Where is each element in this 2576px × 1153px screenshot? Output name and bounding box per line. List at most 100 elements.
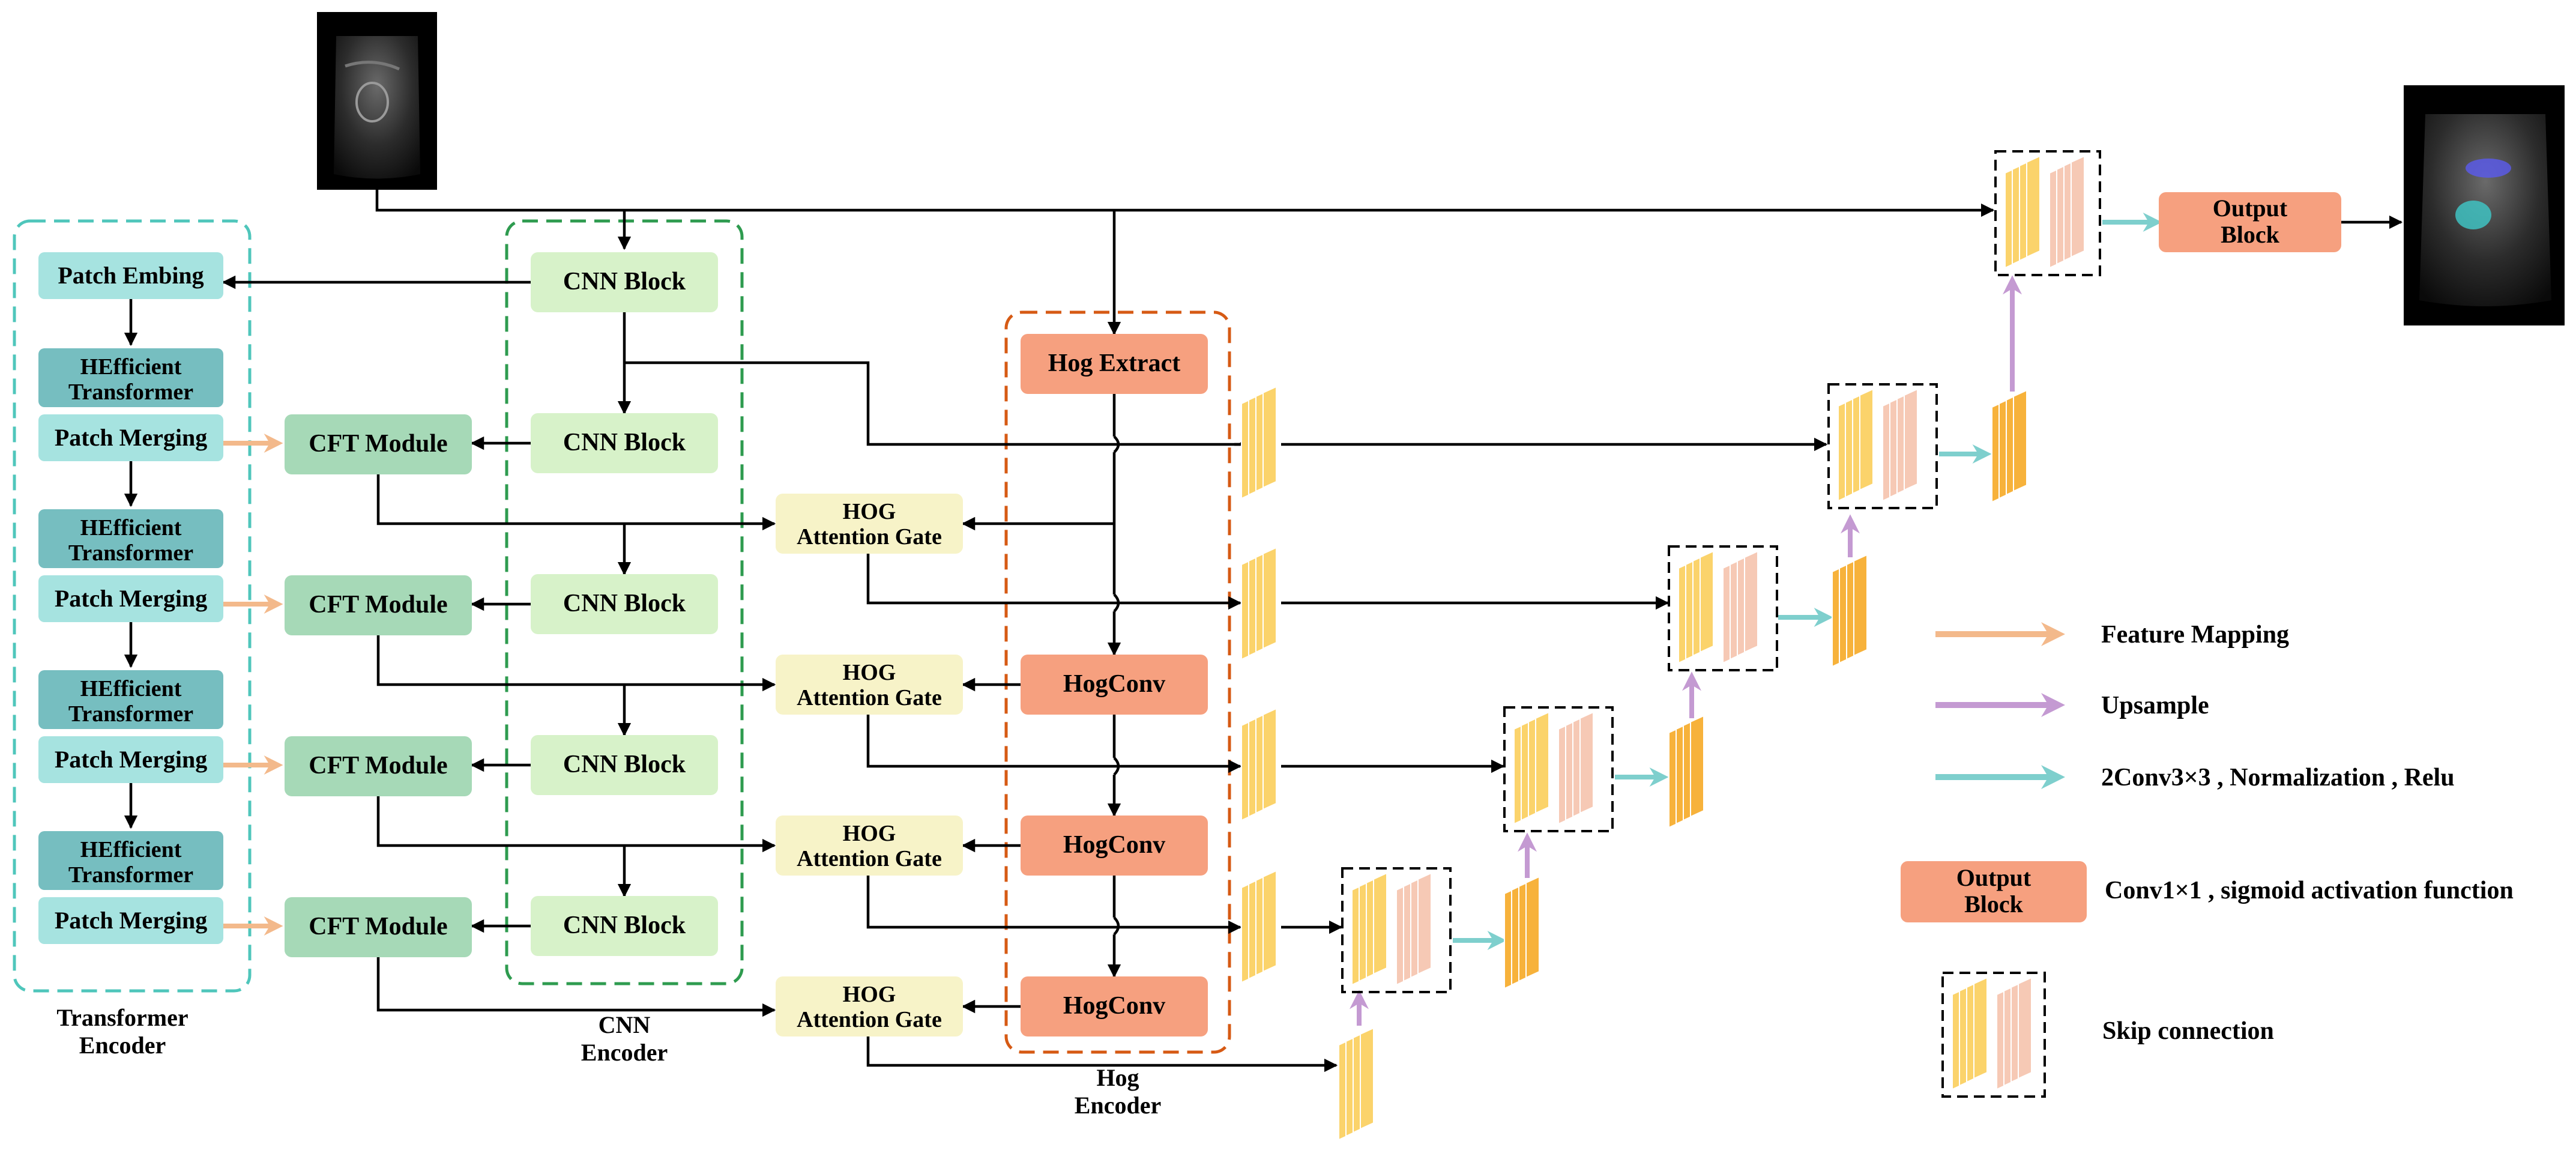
svg-text:Transformer: Transformer: [68, 701, 193, 727]
hefficient-transformer-block: HEfficient Transformer: [38, 670, 223, 729]
hog-attention-gate: HOG Attention Gate: [776, 976, 963, 1036]
svg-text:Patch Merging: Patch Merging: [55, 424, 207, 451]
svg-text:HEfficient: HEfficient: [80, 676, 182, 701]
transformer-encoder: Patch Embing HEfficient Transformer Patc…: [38, 252, 223, 1059]
svg-text:Block: Block: [2221, 221, 2280, 248]
hog-attention-gates: HOG Attention Gate HOG Attention Gate HO…: [776, 494, 963, 1036]
cnn-encoder-title: CNN: [599, 1011, 651, 1038]
output-segmentation-image: [2404, 85, 2565, 325]
svg-text:Attention Gate: Attention Gate: [797, 846, 942, 871]
svg-text:Attention Gate: Attention Gate: [797, 685, 942, 710]
cft-module: CFT Module: [285, 575, 472, 635]
hog-attention-gate: HOG Attention Gate: [776, 494, 963, 554]
patch-embed-block: Patch Embing: [38, 252, 223, 299]
svg-text:Output: Output: [1956, 864, 2032, 891]
svg-text:HEfficient: HEfficient: [80, 837, 182, 862]
svg-text:HOG: HOG: [843, 660, 896, 685]
feature-map: [1351, 872, 1387, 986]
legend-output-block: Output Block Conv1×1 , sigmoid activatio…: [1901, 861, 2514, 922]
svg-text:Conv1×1 , sigmoid activation f: Conv1×1 , sigmoid activation function: [2105, 877, 2514, 904]
svg-text:2Conv3×3 , Normalization , Rel: 2Conv3×3 , Normalization , Relu: [2101, 764, 2455, 791]
svg-text:HogConv: HogConv: [1063, 831, 1165, 859]
svg-text:Transformer: Transformer: [68, 380, 193, 405]
svg-text:Transformer: Transformer: [68, 540, 193, 566]
feature-mapping-arrows: [223, 434, 283, 936]
svg-text:CNN Block: CNN Block: [563, 751, 686, 778]
hog-extract-block: Hog Extract: [1021, 334, 1208, 394]
transformer-encoder-title: Transformer: [56, 1004, 188, 1031]
cft-modules: CFT Module CFT Module CFT Module CFT Mod…: [285, 414, 472, 957]
svg-text:HEfficient: HEfficient: [80, 354, 182, 380]
feature-map: [1513, 711, 1549, 825]
feature-map: [1996, 976, 2032, 1091]
hog-attention-gate: HOG Attention Gate: [776, 655, 963, 715]
legend-conv: 2Conv3×3 , Normalization , Relu: [1935, 764, 2455, 791]
connections: [124, 190, 2403, 1073]
decoder-feature-map: [1832, 554, 1868, 668]
legend: Feature Mapping Upsample 2Conv3×3 , Norm…: [1901, 621, 2514, 1098]
skip-connection: [1994, 150, 2101, 276]
skip-connection: [1503, 706, 1614, 832]
hefficient-transformer-block: HEfficient Transformer: [38, 831, 223, 890]
skip-connection: [1341, 867, 1452, 993]
output-block: Output Block: [2159, 192, 2341, 252]
svg-text:CNN Block: CNN Block: [563, 590, 686, 617]
patch-merging-block: Patch Merging: [38, 897, 223, 944]
feature-map: [1838, 388, 1874, 502]
svg-text:Skip connection: Skip connection: [2102, 1017, 2274, 1045]
hog-encoder-title: Encoder: [1075, 1092, 1161, 1119]
feature-map: [1558, 711, 1594, 825]
svg-text:CNN Block: CNN Block: [563, 429, 686, 456]
skip-connection: [1668, 545, 1778, 671]
decoder-feature-map: [1504, 876, 1540, 990]
hog-attention-gate: HOG Attention Gate: [776, 816, 963, 876]
feature-map: [1678, 550, 1714, 664]
svg-text:Patch Merging: Patch Merging: [55, 907, 207, 934]
svg-text:HEfficient: HEfficient: [80, 515, 182, 540]
svg-text:Feature Mapping: Feature Mapping: [2101, 621, 2289, 649]
svg-text:HogConv: HogConv: [1063, 670, 1165, 698]
svg-text:Patch Merging: Patch Merging: [55, 585, 207, 612]
svg-text:Attention Gate: Attention Gate: [797, 1007, 942, 1032]
svg-text:Upsample: Upsample: [2101, 692, 2209, 719]
svg-text:Transformer: Transformer: [68, 862, 193, 888]
feature-map: [1338, 1027, 1374, 1141]
hog-encoder-title: Hog: [1096, 1064, 1139, 1091]
skip-connection: [1941, 972, 2046, 1098]
patch-merging-block: Patch Merging: [38, 575, 223, 622]
skip-connection-icon: [1941, 972, 2046, 1098]
cft-module: CFT Module: [285, 897, 472, 957]
feature-map: [2004, 155, 2041, 269]
conv-arrows: [1453, 213, 2162, 950]
svg-text:Block: Block: [1964, 891, 2024, 918]
cnn-block: CNN Block: [531, 252, 718, 312]
hogconv-block: HogConv: [1021, 655, 1208, 715]
feature-map: [1882, 388, 1918, 502]
cnn-block: CNN Block: [531, 896, 718, 956]
cft-module: CFT Module: [285, 736, 472, 796]
cnn-block: CNN Block: [531, 574, 718, 634]
feature-map: [1952, 976, 1988, 1091]
svg-text:Attention Gate: Attention Gate: [797, 524, 942, 549]
feature-map: [1241, 707, 1277, 822]
upsample-arrows: [1350, 275, 2022, 1026]
cnn-block: CNN Block: [531, 413, 718, 473]
feature-map: [1241, 870, 1277, 984]
transformer-encoder-title: Encoder: [79, 1032, 166, 1059]
hog-encoder-frame: [1004, 310, 1231, 1054]
feature-map: [1241, 386, 1277, 500]
svg-text:Hog Extract: Hog Extract: [1048, 350, 1180, 377]
svg-text:HOG: HOG: [843, 982, 896, 1007]
svg-text:CFT Module: CFT Module: [309, 752, 447, 779]
svg-text:CFT Module: CFT Module: [309, 430, 447, 458]
hogconv-block: HogConv: [1021, 816, 1208, 876]
decoder-feature-map: [1991, 389, 2027, 503]
feature-map: [2049, 155, 2085, 269]
hefficient-transformer-block: HEfficient Transformer: [38, 509, 223, 568]
svg-text:Patch Merging: Patch Merging: [55, 746, 207, 773]
input-ultrasound-image: [317, 12, 437, 190]
legend-skip-connection: Skip connection: [1941, 972, 2274, 1098]
hefficient-transformer-block: HEfficient Transformer: [38, 348, 223, 407]
feature-maps: [1241, 150, 2101, 1141]
